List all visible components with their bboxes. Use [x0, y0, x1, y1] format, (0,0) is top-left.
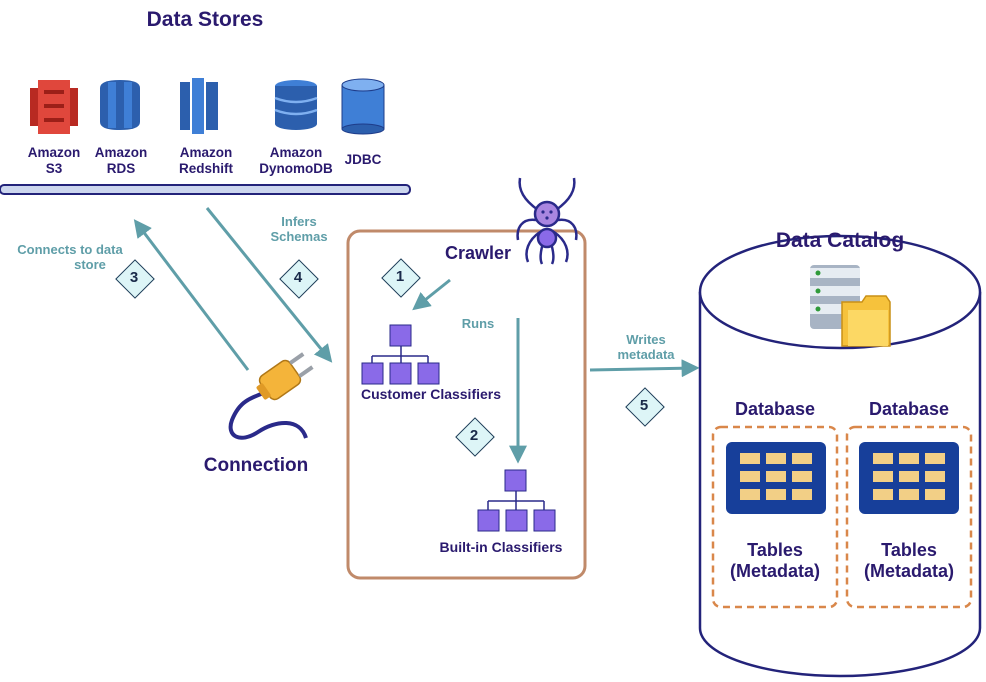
store-label-redshift: Amazon Redshift [166, 145, 246, 176]
amazon-s3-icon [30, 80, 78, 134]
spider-icon [516, 177, 578, 265]
table-icon [726, 442, 826, 514]
store-label-jdbc: JDBC [340, 152, 386, 168]
amazon-rds-icon [100, 80, 140, 130]
store-label-line: JDBC [344, 152, 382, 167]
store-label-line: Redshift [179, 160, 233, 176]
data-catalog-title: Data Catalog [775, 229, 905, 252]
builtin-classifiers-icon [477, 469, 556, 532]
tables-label-line: (Metadata) [729, 560, 820, 581]
customer-classifiers-icon [361, 324, 440, 385]
tables-metadata-label: Tables (Metadata) [713, 540, 837, 581]
store-label-line: S3 [45, 160, 63, 176]
step-number: 4 [293, 269, 303, 286]
customer-classifiers-label: Customer Classifiers [360, 386, 502, 402]
plug-icon [228, 352, 314, 440]
store-label-rds: Amazon RDS [84, 145, 158, 176]
step-4-badge: 4 [279, 259, 319, 299]
store-label-s3: Amazon S3 [16, 145, 92, 176]
store-label-line: Amazon [94, 145, 148, 160]
jdbc-icon [341, 78, 385, 135]
step-number: 1 [395, 268, 405, 285]
writes-metadata-arrow [589, 359, 700, 378]
step-number: 3 [129, 269, 139, 286]
step-5-badge: 5 [625, 387, 665, 427]
table-icon [859, 442, 959, 514]
database-box-1 [711, 425, 839, 609]
step-1-badge: 1 [381, 258, 421, 298]
amazon-redshift-icon [180, 78, 218, 134]
tables-metadata-label: Tables (Metadata) [847, 540, 971, 581]
infers-label: Infers Schemas [258, 214, 340, 245]
store-label-line: Amazon [27, 145, 81, 160]
step-number: 2 [469, 427, 479, 444]
store-label-dynamodb: Amazon DynomoDB [250, 145, 342, 176]
connects-label-line: Connects to data [17, 242, 123, 257]
connects-arrow [133, 219, 250, 371]
writes-label-line: Writes [626, 332, 666, 347]
crawler-to-classifier-arrow [412, 278, 451, 311]
builtin-classifiers-label: Built-in Classifiers [439, 539, 563, 555]
store-label-line: Amazon [179, 145, 233, 160]
crawler-box [346, 229, 587, 580]
crawler-label: Crawler [444, 243, 512, 263]
store-label-line: RDS [106, 160, 136, 176]
database-folder-icon [810, 265, 891, 347]
connects-label-line: store [74, 256, 106, 272]
infers-schemas-arrow [205, 207, 333, 363]
runs-label: Runs [461, 316, 495, 331]
connects-label: Connects to data store [2, 242, 138, 273]
tables-label-line: (Metadata) [863, 560, 954, 581]
infers-label-line: Infers [281, 214, 317, 229]
writes-label: Writes metadata [604, 332, 688, 363]
store-label-line: DynomoDB [259, 160, 333, 176]
infers-label-line: Schemas [270, 228, 328, 244]
writes-label-line: metadata [617, 346, 675, 362]
tables-label-line: Tables [881, 540, 937, 560]
database-box-2 [845, 425, 973, 609]
amazon-dynamodb-icon [274, 80, 318, 130]
data-stores-title: Data Stores [146, 8, 264, 31]
data-stores-bar [0, 184, 411, 195]
tables-label-line: Tables [747, 540, 803, 560]
step-2-badge: 2 [455, 417, 495, 457]
step-3-badge: 3 [115, 259, 155, 299]
store-label-line: Amazon [269, 145, 323, 160]
database-label: Database [868, 399, 950, 419]
connection-label: Connection [203, 455, 309, 476]
database-label: Database [734, 399, 816, 419]
step-number: 5 [639, 397, 649, 414]
